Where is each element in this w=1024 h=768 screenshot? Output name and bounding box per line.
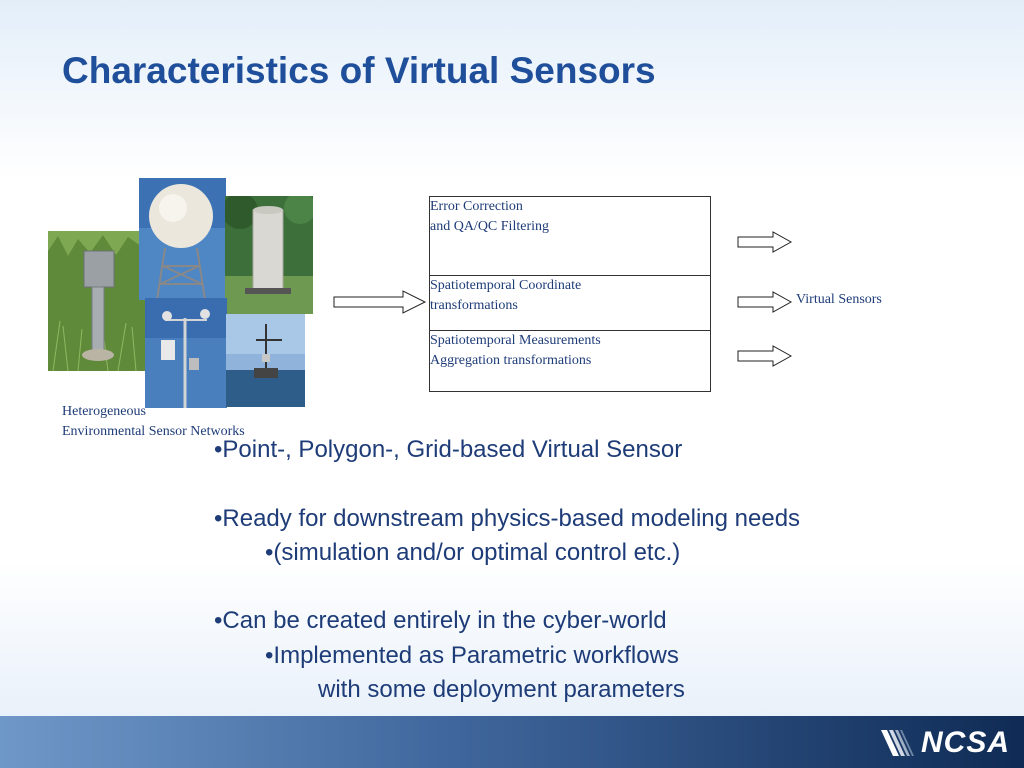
radar-dome-photo: [139, 178, 226, 300]
process-step-coordinate-transform: Spatiotemporal Coordinate transformation…: [429, 275, 711, 331]
sub-bullet-continuation: with some deployment parameters: [318, 676, 685, 703]
ncsa-stripes-icon: [880, 730, 914, 756]
caption-line: Environmental Sensor Networks: [62, 424, 245, 439]
bullet-item: •Point-, Polygon-, Grid-based Virtual Se…: [214, 436, 683, 463]
bullet-item: •Ready for downstream physics-based mode…: [214, 505, 801, 532]
process-step-line: Spatiotemporal Coordinate: [430, 278, 582, 293]
output-arrow: [737, 291, 793, 313]
output-arrow: [737, 345, 793, 367]
ncsa-logo: NCSA: [880, 726, 1010, 759]
sub-bullet-item: •(simulation and/or optimal control etc.…: [265, 539, 681, 566]
ground-sensor-photo: [48, 231, 148, 371]
virtual-sensors-label: Virtual Sensors: [796, 292, 882, 307]
process-step-line: Spatiotemporal Measurements: [430, 333, 601, 348]
rain-gauge-photo: [225, 196, 313, 314]
slide-title: Characteristics of Virtual Sensors: [62, 50, 656, 91]
output-arrow: [737, 231, 793, 253]
bullet-item: •Can be created entirely in the cyber-wo…: [214, 607, 667, 634]
input-arrow: [333, 290, 427, 314]
ncsa-logo-text: NCSA: [920, 726, 1010, 759]
weather-station-photo: [145, 298, 227, 408]
process-step-line: Aggregation transformations: [430, 353, 592, 368]
process-step-line: transformations: [430, 298, 518, 313]
water-buoy-photo: [226, 314, 305, 407]
footer-bar: NCSA: [0, 716, 1024, 768]
process-step-aggregation: Spatiotemporal Measurements Aggregation …: [429, 330, 711, 392]
process-step-line: Error Correction: [430, 199, 523, 214]
process-step-line: and QA/QC Filtering: [430, 219, 549, 234]
sensor-network-caption: Heterogeneous Environmental Sensor Netwo…: [62, 402, 245, 442]
caption-line: Heterogeneous: [62, 404, 146, 419]
sub-bullet-item: •Implemented as Parametric workflows: [265, 642, 679, 669]
process-step-error-correction: Error Correction and QA/QC Filtering: [429, 196, 711, 276]
